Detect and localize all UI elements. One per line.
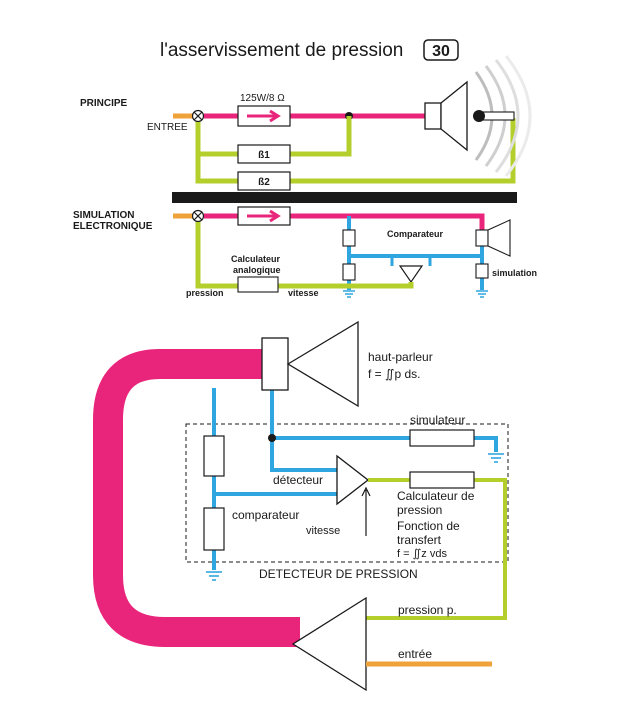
loudspeaker-icon xyxy=(424,55,532,177)
simulateur-label: simulateur xyxy=(410,413,465,427)
beta2-label: ß2 xyxy=(258,177,270,188)
detecteur-label: détecteur xyxy=(273,473,323,487)
node-dot xyxy=(268,434,276,442)
summing-junction-top xyxy=(191,109,205,123)
simulation-label-2: ELECTRONIQUE xyxy=(73,221,153,232)
green-loop-sim xyxy=(195,222,414,289)
forward-path-sim xyxy=(204,213,485,230)
comparator-resistor-bottom xyxy=(203,507,225,551)
vitesse-arrow-icon xyxy=(361,486,371,536)
separator-bar xyxy=(172,192,517,203)
loudspeaker-large-icon xyxy=(261,320,359,408)
pression-label-sim: pression xyxy=(186,288,224,298)
arrow-icon xyxy=(247,209,281,223)
calc-line-2: pression xyxy=(397,503,442,517)
power-amplifier-triangle xyxy=(291,596,367,692)
comparator-resistor-top xyxy=(203,435,225,477)
simulation-block xyxy=(475,263,489,279)
calc-line-3: Fonction de xyxy=(397,519,460,533)
comparator-triangle xyxy=(398,265,424,284)
detector-triangle xyxy=(336,454,370,506)
blue-line-detector xyxy=(270,390,337,472)
entree-label-top: ENTREE xyxy=(147,122,188,133)
blue-line-comparator xyxy=(390,258,432,266)
calc-formula: f = ∬z vds xyxy=(397,548,447,560)
formula-label: f = ∬p ds. xyxy=(368,367,421,381)
detector-box xyxy=(185,423,509,563)
feedback-beta2-line xyxy=(195,118,516,184)
beta1-label: ß1 xyxy=(258,150,270,161)
speaker-small-icon xyxy=(475,219,511,257)
simulation-label-1: SIMULATION xyxy=(73,210,134,221)
beta2-block xyxy=(237,171,291,191)
comparateur-label: comparateur xyxy=(232,508,299,522)
simulation-small-label: simulation xyxy=(492,268,537,278)
hautparleur-label: haut-parleur xyxy=(368,350,433,364)
calculateur-label-2: analogique xyxy=(233,265,281,275)
pressure-calculator-block xyxy=(409,471,475,489)
summing-junction-sim xyxy=(191,209,205,223)
sensor-block-b xyxy=(342,263,356,281)
ground-icon xyxy=(206,571,222,581)
pression-p-label: pression p. xyxy=(398,603,457,617)
vitesse-label-sim: vitesse xyxy=(288,288,319,298)
magenta-power-loop xyxy=(93,349,300,647)
detector-box-label: DETECTEUR DE PRESSION xyxy=(259,567,418,581)
ground-icon xyxy=(488,453,504,463)
ground-icon xyxy=(343,290,355,298)
amplifier-label: 125W/8 Ω xyxy=(240,93,285,104)
sensor-block-a xyxy=(342,229,356,247)
calc-line-4: transfert xyxy=(397,533,442,547)
arrow-icon xyxy=(247,109,281,123)
beta1-block xyxy=(237,144,291,164)
vitesse-label: vitesse xyxy=(306,525,340,537)
blue-line-simulator xyxy=(272,436,498,452)
diagram-title: l'asservissement de pression xyxy=(160,40,403,61)
principe-label: PRINCIPE xyxy=(80,98,128,109)
title-badge: 30 xyxy=(423,39,459,61)
calculator-block-sim xyxy=(237,276,279,293)
ground-icon xyxy=(476,290,488,298)
calculateur-label-1: Calculateur xyxy=(231,254,281,264)
calc-line-1: Calculateur de xyxy=(397,489,475,503)
simulator-block xyxy=(409,429,475,447)
svg-text:30: 30 xyxy=(432,43,450,60)
comparator-label-sim: Comparateur xyxy=(387,229,444,239)
entree-label-bottom: entrée xyxy=(398,647,432,661)
